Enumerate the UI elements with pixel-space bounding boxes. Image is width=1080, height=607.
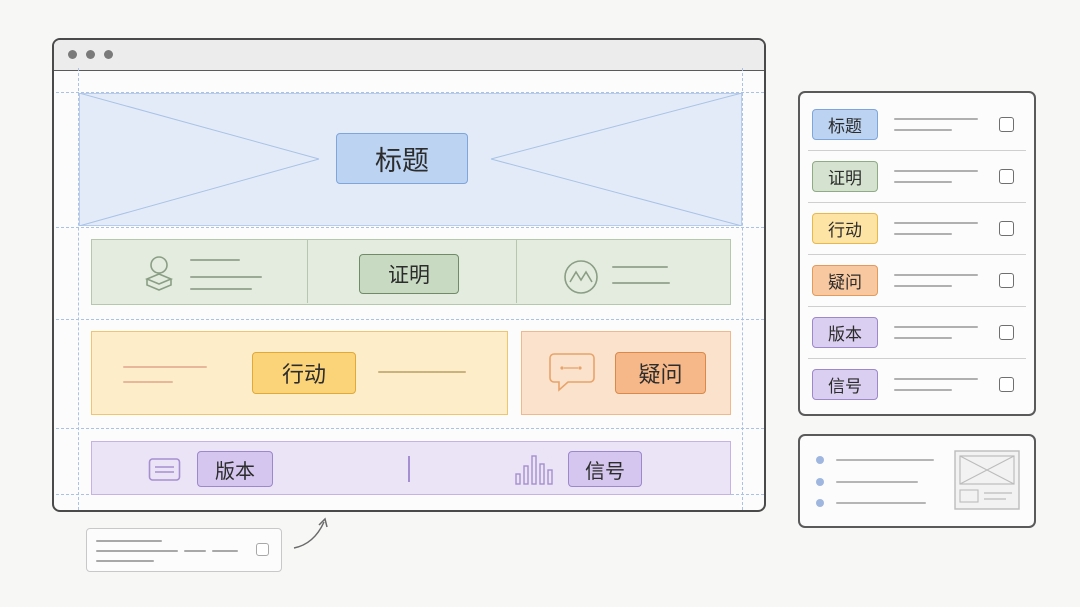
guide-line (742, 68, 743, 510)
text-line (96, 540, 162, 542)
checklist-row-divider (808, 202, 1026, 203)
checklist-row-divider (808, 150, 1026, 151)
text-line (894, 170, 978, 172)
checklist-tag: 证明 (812, 161, 878, 192)
notes-checkbox[interactable] (256, 543, 269, 556)
signal-tag: 信号 (568, 451, 642, 487)
chat-bubble-icon (549, 353, 595, 392)
checklist-checkbox[interactable] (999, 325, 1014, 340)
proof-tag: 证明 (359, 254, 459, 294)
action-tag: 行动 (252, 352, 356, 394)
text-line (894, 118, 978, 120)
text-line (123, 366, 207, 368)
checklist-row-divider (808, 358, 1026, 359)
guide-line (56, 92, 764, 93)
checklist-tag: 信号 (812, 369, 878, 400)
checklist-checkbox[interactable] (999, 221, 1014, 236)
text-line (212, 550, 238, 552)
question-tag: 疑问 (615, 352, 706, 394)
bullet-dot (816, 499, 824, 507)
guide-line (56, 227, 764, 228)
proof-divider (307, 240, 308, 303)
checklist-checkbox[interactable] (999, 273, 1014, 288)
checklist-tag: 疑问 (812, 265, 878, 296)
bullet-dot (816, 478, 824, 486)
text-line (612, 266, 668, 268)
text-line (184, 550, 206, 552)
user-stack-icon (144, 256, 174, 291)
text-line (894, 285, 952, 287)
window-dot (68, 50, 77, 59)
text-line (894, 389, 952, 391)
text-line (190, 276, 262, 278)
footer-divider (408, 456, 410, 482)
text-line (894, 129, 952, 131)
arrow-icon (293, 517, 328, 549)
text-line (894, 181, 952, 183)
text-line (836, 502, 926, 504)
text-line (836, 459, 934, 461)
checklist-tag: 标题 (812, 109, 878, 140)
text-line (894, 337, 952, 339)
text-line (190, 259, 240, 261)
checklist-checkbox[interactable] (999, 169, 1014, 184)
text-line (378, 371, 466, 373)
hero-title-tag: 标题 (336, 133, 468, 184)
text-line (190, 288, 252, 290)
checklist-tag: 版本 (812, 317, 878, 348)
window-titlebar (54, 40, 764, 71)
checklist-tag: 行动 (812, 213, 878, 244)
window-dot (86, 50, 95, 59)
guide-line (78, 68, 79, 510)
version-tag: 版本 (197, 451, 273, 487)
proof-divider (516, 240, 517, 303)
text-line (96, 550, 178, 552)
text-line (894, 274, 978, 276)
text-line (123, 381, 173, 383)
checklist-row-divider (808, 306, 1026, 307)
chart-circle-icon (564, 260, 598, 294)
checklist-checkbox[interactable] (999, 117, 1014, 132)
text-line (96, 560, 154, 562)
guide-line (56, 319, 764, 320)
window-dot (104, 50, 113, 59)
checklist-checkbox[interactable] (999, 377, 1014, 392)
text-line (894, 233, 952, 235)
text-line (612, 282, 670, 284)
image-thumbnail-icon (954, 450, 1020, 510)
bullet-dot (816, 456, 824, 464)
text-line (894, 222, 978, 224)
card-icon (148, 458, 181, 481)
checklist-panel (798, 91, 1036, 416)
text-line (894, 378, 978, 380)
checklist-row-divider (808, 254, 1026, 255)
text-line (836, 481, 918, 483)
guide-line (56, 428, 764, 429)
image-placeholder-cross (79, 93, 742, 226)
text-line (894, 326, 978, 328)
bar-chart-icon (515, 455, 553, 485)
